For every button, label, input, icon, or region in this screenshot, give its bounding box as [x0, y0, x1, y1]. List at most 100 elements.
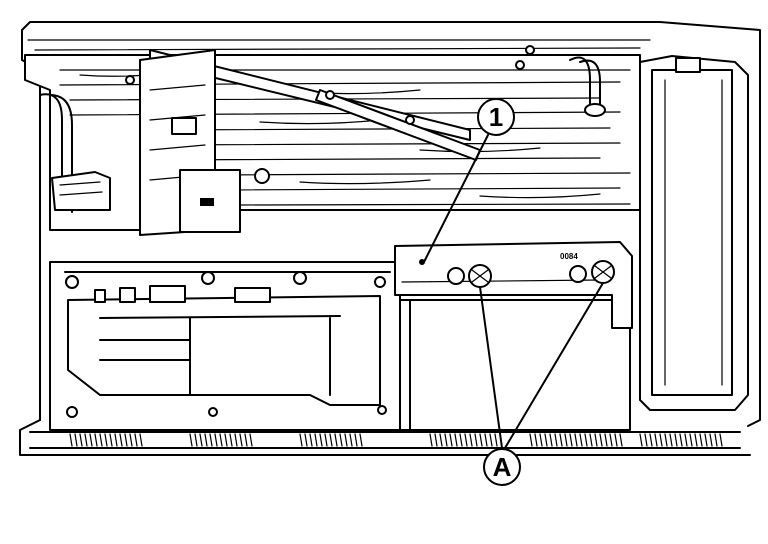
harness-coil [449, 433, 453, 447]
harness-coil [119, 433, 123, 447]
leader-lines [423, 134, 604, 449]
harness-coil [644, 433, 648, 447]
harness-coil [109, 433, 113, 447]
harness-coil [339, 433, 343, 447]
harness-coil [704, 433, 708, 447]
harness-coil [104, 433, 108, 447]
harness-coil [474, 433, 478, 447]
bracket-hole [419, 259, 425, 265]
harness-coil [484, 433, 488, 447]
harness-coil [319, 433, 323, 447]
harness-coil [684, 433, 688, 447]
harness-coil [674, 433, 678, 447]
harness-coil [124, 433, 128, 447]
callout-A-label: A [493, 452, 512, 482]
harness-coil [309, 433, 313, 447]
callout-1-label: 1 [489, 102, 503, 132]
harness-coil [139, 433, 143, 447]
harness-coil [609, 433, 613, 447]
lower-housing [49, 261, 401, 431]
harness-coil [549, 433, 553, 447]
harness-coil [134, 433, 138, 447]
harness-coil [234, 433, 238, 447]
harness-coil [574, 433, 578, 447]
harness-coil [344, 433, 348, 447]
harness-coil [209, 433, 213, 447]
harness-coil [679, 433, 683, 447]
harness-coil [699, 433, 703, 447]
harness-coil [454, 433, 458, 447]
harness-coil [94, 433, 98, 447]
harness-coil [299, 433, 303, 447]
harness-coil [534, 433, 538, 447]
leader-A-right [504, 282, 604, 449]
harness-coil [199, 433, 203, 447]
harness-coil [654, 433, 658, 447]
harness-coil [589, 433, 593, 447]
harness-coil [214, 433, 218, 447]
harness-coil [579, 433, 583, 447]
harness-coil [539, 433, 543, 447]
harness-coil [604, 433, 608, 447]
harness-coil [314, 433, 318, 447]
harness-coil [204, 433, 208, 447]
harness-coil [694, 433, 698, 447]
mid-housing [399, 299, 631, 431]
harness-coil [444, 433, 448, 447]
harness-coil [584, 433, 588, 447]
harness-coil [479, 433, 483, 447]
harness-coil [329, 433, 333, 447]
harness-coil [719, 433, 723, 447]
harness-coil [99, 433, 103, 447]
harness-coil [69, 433, 73, 447]
harness-coil [669, 433, 673, 447]
harness-coil [689, 433, 693, 447]
harness-coil [324, 433, 328, 447]
plate-marking: 0084 [560, 252, 578, 261]
harness-coil [569, 433, 573, 447]
harness-coil [129, 433, 133, 447]
harness-coil [74, 433, 78, 447]
wiring-harness [29, 431, 741, 449]
harness-coil [89, 433, 93, 447]
harness-coil [599, 433, 603, 447]
callout-A: A [483, 448, 521, 486]
harness-coil [439, 433, 443, 447]
upper-components [24, 45, 641, 236]
harness-coil [469, 433, 473, 447]
harness-coil [434, 433, 438, 447]
harness-coil [714, 433, 718, 447]
mounting-bracket: 0084 [394, 241, 633, 329]
harness-coil [619, 433, 623, 447]
harness-coil [544, 433, 548, 447]
harness-coil [249, 433, 253, 447]
harness-coil [659, 433, 663, 447]
harness-coil [489, 433, 493, 447]
harness-coil [649, 433, 653, 447]
callout-1: 1 [477, 98, 515, 136]
harness-coil [219, 433, 223, 447]
harness-coil [639, 433, 643, 447]
harness-coil [564, 433, 568, 447]
harness-coil [229, 433, 233, 447]
harness-coil [494, 433, 498, 447]
harness-coil [554, 433, 558, 447]
harness-coil [304, 433, 308, 447]
harness-coil [429, 433, 433, 447]
harness-coil [464, 433, 468, 447]
harness-coil [614, 433, 618, 447]
harness-coil [239, 433, 243, 447]
harness-coil [349, 433, 353, 447]
harness-coil [359, 433, 363, 447]
harness-coil [244, 433, 248, 447]
harness-coil [664, 433, 668, 447]
leader-A-left [479, 286, 503, 449]
harness-coil [459, 433, 463, 447]
harness-coil [354, 433, 358, 447]
harness-coil [559, 433, 563, 447]
vehicle-frame [19, 21, 761, 456]
harness-coil [189, 433, 193, 447]
harness-coil [529, 433, 533, 447]
